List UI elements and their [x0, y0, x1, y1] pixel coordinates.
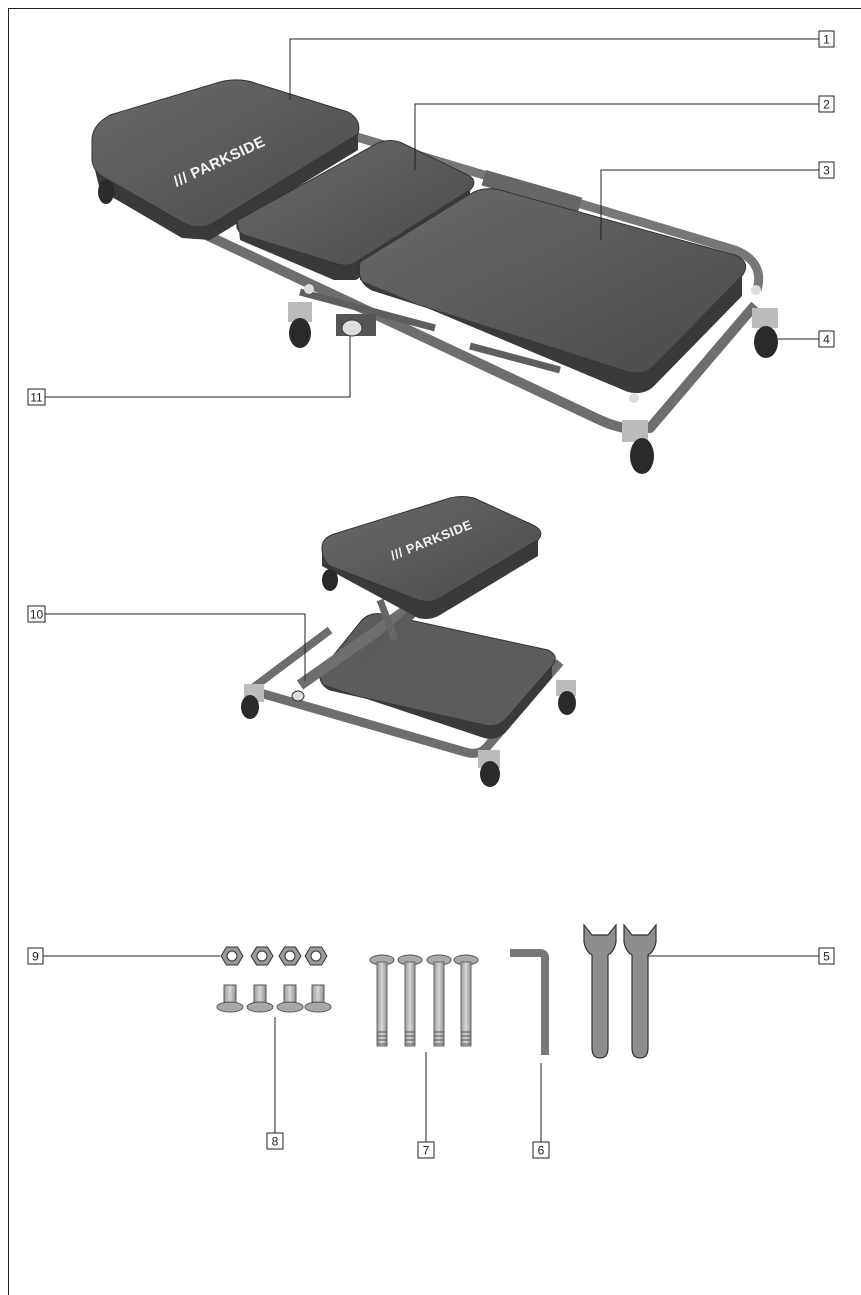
- callout-1: 1: [818, 30, 835, 48]
- frame-crossbar-mid: [299, 288, 436, 332]
- callout-1-label: 1: [823, 33, 830, 47]
- callout-8: 8: [266, 1132, 284, 1150]
- frame-bolt: [629, 393, 639, 403]
- hex-nuts: [220, 946, 328, 966]
- callout-4: 4: [818, 330, 835, 348]
- callout-11-label: 11: [30, 391, 43, 405]
- seat-caster: [322, 569, 338, 591]
- callout-7-label: 7: [423, 1144, 430, 1158]
- callout-6: 6: [532, 1141, 550, 1159]
- callout-6-label: 6: [538, 1144, 545, 1158]
- mid-pad-side: [236, 190, 470, 280]
- frame-bolt: [304, 284, 314, 294]
- caster-front-left: [288, 302, 312, 348]
- head-pad: [91, 79, 360, 228]
- seat-base-frame: [248, 659, 564, 758]
- callout-2-label: 2: [823, 98, 830, 112]
- callout-8-label: 8: [272, 1135, 279, 1149]
- frame-bolt: [751, 285, 761, 295]
- allen-key: [510, 949, 549, 1055]
- leader-line-3: [600, 169, 819, 240]
- callout-5-label: 5: [823, 950, 830, 964]
- leader-line-2: [414, 103, 819, 170]
- callout-10: 10: [27, 605, 46, 623]
- head-pad-side: [92, 134, 358, 240]
- seat-caster-left: [241, 684, 264, 719]
- creeper-seat-illustration: /// PARKSIDE: [241, 496, 576, 787]
- seat-cushion-side: [322, 540, 538, 619]
- callout-4-label: 4: [823, 333, 830, 347]
- caster-rear-left: [98, 180, 114, 204]
- leader-line-11: [45, 336, 351, 398]
- seat-caster-right: [556, 680, 576, 715]
- callout-7: 7: [417, 1141, 435, 1159]
- callout-2: 2: [818, 95, 835, 113]
- callout-9-label: 9: [32, 950, 39, 964]
- callout-9: 9: [27, 947, 44, 965]
- callout-3: 3: [818, 161, 835, 179]
- callout-10-label: 10: [30, 608, 44, 622]
- callout-3-label: 3: [823, 164, 830, 178]
- leader-line-10: [45, 613, 306, 681]
- frame-crossbar-low: [469, 342, 561, 374]
- leader-lines: [43, 38, 819, 1142]
- callout-11: 11: [27, 388, 46, 406]
- hardware-parts: [216, 923, 657, 1059]
- callout-5: 5: [818, 947, 835, 965]
- seat-caster-front: [478, 750, 500, 787]
- seat-adjuster-pin: [291, 690, 305, 702]
- caster-front-right: [622, 420, 654, 474]
- page-border: [8, 8, 861, 1295]
- frame-rail-back: [298, 115, 764, 292]
- seat-support-strut: [376, 598, 399, 642]
- seat-base-crossbar: [247, 626, 333, 694]
- caster-rear-right: [752, 308, 778, 358]
- bolts: [369, 954, 479, 1047]
- leader-line-1: [289, 38, 819, 100]
- adjuster-pin: [341, 319, 363, 337]
- spanner-wrenches: [583, 923, 657, 1059]
- frame-bracket: [481, 170, 583, 213]
- seat-cushion: [321, 496, 542, 603]
- creeper-flat-illustration: /// PARKSIDE: [91, 79, 778, 474]
- sleeve-nuts: [216, 984, 332, 1013]
